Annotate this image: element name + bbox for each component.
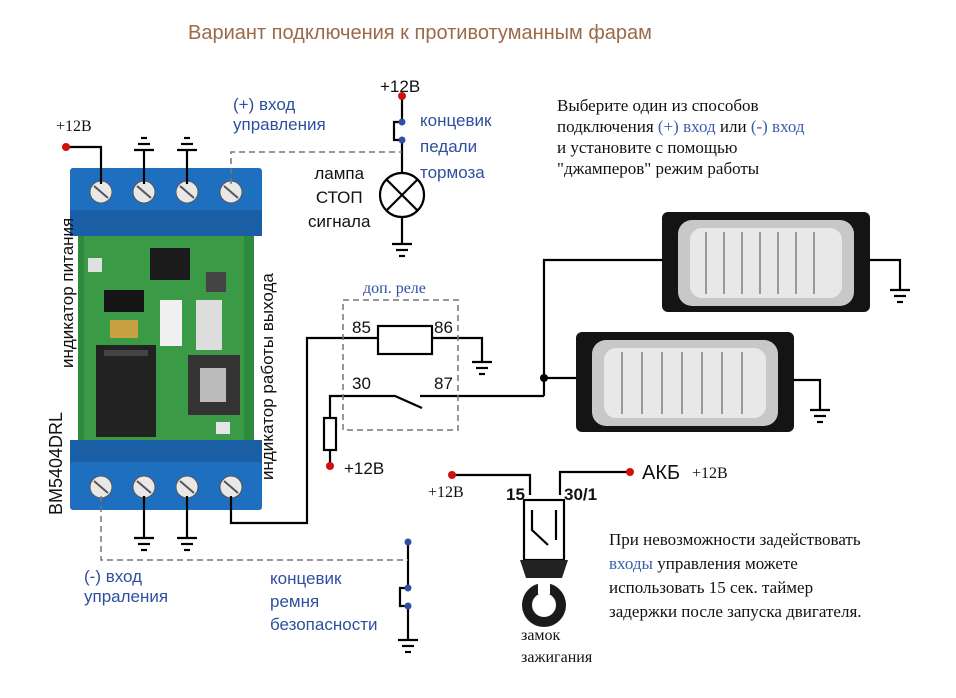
instruction-text: Выберите один из способов подключения (+… xyxy=(557,96,805,178)
ignition-pin-30-1: 30/1 xyxy=(564,485,598,504)
brake-lamp-label: лампа СТОП сигнала xyxy=(308,164,371,231)
timer-note-text: При невозможности задействовать входы уп… xyxy=(609,530,862,621)
ignition-label: замок зажигания xyxy=(521,627,593,666)
plus12-dot-relay xyxy=(326,462,334,470)
brake-lamp-symbol xyxy=(378,171,426,219)
plus12-dot-top xyxy=(398,92,406,100)
relay-pin-85: 85 xyxy=(352,318,371,337)
ground-symbols xyxy=(134,136,910,654)
relay-title: доп. реле xyxy=(363,280,426,297)
plus12-label-left: +12В xyxy=(56,118,92,135)
ignition-pin-15: 15 xyxy=(506,485,525,504)
dashed-control-lines xyxy=(100,151,459,561)
fog-lamp-upper xyxy=(662,212,870,312)
ignition-key-symbol xyxy=(520,560,568,627)
bm5404drl-module xyxy=(70,168,262,510)
plus12-dot-left xyxy=(62,143,70,151)
plus12-dot-battery xyxy=(626,468,634,476)
junction-dots xyxy=(62,92,634,610)
plus12-label-battery: +12В xyxy=(692,465,728,482)
main-ic xyxy=(96,345,156,437)
terminal-block-top xyxy=(70,168,262,216)
battery-label: АКБ xyxy=(642,462,681,484)
brake-switch-label: концевик педали тормоза xyxy=(420,111,492,182)
plus12-label-ign: +12В xyxy=(428,484,464,501)
relay-pin-30: 30 xyxy=(352,374,371,393)
terminal-block-bottom xyxy=(70,440,262,466)
plus12-label-relay: +12В xyxy=(344,459,385,478)
plus12-dot-ign xyxy=(448,471,456,479)
page-title: Вариант подключения к противотуманным фа… xyxy=(188,22,652,44)
belt-switch-label: концевик ремня безопасности xyxy=(270,569,378,634)
plus-input-label: (+) вход управления xyxy=(233,95,326,134)
output-indicator-label: индикатор работы выхода xyxy=(258,273,277,480)
wires xyxy=(66,96,902,640)
power-indicator-label: индикатор питания xyxy=(58,217,77,368)
module-name: BM5404DRL xyxy=(46,411,66,515)
minus-input-label: (-) вход упраления xyxy=(84,567,169,606)
fog-lamp-lower xyxy=(576,332,794,432)
relay-pin-86: 86 xyxy=(434,318,453,337)
plus12-label-top: +12В xyxy=(380,77,421,96)
relay-pin-87: 87 xyxy=(434,374,453,393)
